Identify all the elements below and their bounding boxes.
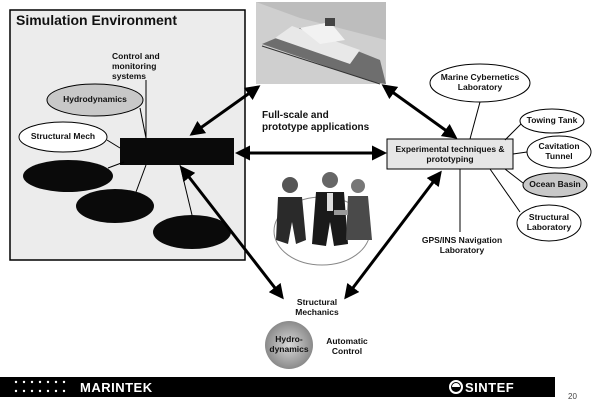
marine-cybernetics-label: Marine Cybernetics Laboratory xyxy=(440,72,520,92)
line-structlab xyxy=(489,168,521,213)
experimental-box xyxy=(386,138,514,170)
simulation-title: Simulation Environment xyxy=(16,12,178,28)
black-ellipse-middle xyxy=(76,189,154,223)
marintek-logo: MARINTEK xyxy=(80,380,153,395)
arrow-sim-bottom xyxy=(180,165,284,300)
ocean-basin-label: Ocean Basin xyxy=(529,179,581,189)
line-hydro xyxy=(139,107,147,139)
line-black-mid xyxy=(135,164,147,193)
gps-navigation-label: GPS/INS Navigation Laboratory xyxy=(421,235,503,255)
structural-mechanics-label: Structural Mechanics xyxy=(295,297,339,317)
line-cavitation xyxy=(512,151,528,155)
experimental-box-label: Experimental techniques & prototyping xyxy=(395,144,505,164)
page-number: 20 xyxy=(568,392,577,401)
line-black-left xyxy=(107,161,125,169)
arrow-ship-exp xyxy=(381,84,458,139)
people-illustration xyxy=(273,172,372,266)
black-ellipse-left xyxy=(23,160,113,192)
ship-photo xyxy=(256,2,386,85)
simulation-core-box xyxy=(120,138,234,165)
hydrodynamics-ellipse xyxy=(46,83,144,117)
structural-laboratory-ellipse xyxy=(516,204,582,242)
applications-label: Full-scale and prototype applications xyxy=(262,110,370,133)
structural-mech-ellipse xyxy=(18,121,108,153)
footer-bar xyxy=(0,377,555,397)
arrow-exp-bottom xyxy=(344,170,442,300)
towing-tank-ellipse xyxy=(519,108,585,134)
cavitation-tunnel-label: Cavitation Tunnel xyxy=(538,141,580,161)
line-towing xyxy=(504,123,522,141)
hydrodynamics-circle xyxy=(265,321,313,369)
automatic-control-label: Automatic Control xyxy=(326,336,368,356)
ocean-basin-ellipse xyxy=(522,172,588,198)
black-ellipse-right xyxy=(153,215,231,249)
hydrodynamics-label: Hydrodynamics xyxy=(63,94,127,104)
sintef-logo: SINTEF xyxy=(465,380,515,395)
line-ocean xyxy=(504,168,524,184)
line-marine xyxy=(469,101,481,140)
line-structmech xyxy=(106,139,121,149)
hydrodynamics-circle-label: Hydro- dynamics xyxy=(269,334,309,354)
control-monitoring-label: Control and monitoring systems xyxy=(112,51,160,81)
arrow-sim-ship xyxy=(189,85,261,136)
structural-mech-label: Structural Mech xyxy=(30,131,96,141)
towing-tank-label: Towing Tank xyxy=(526,115,578,125)
structural-laboratory-label: Structural Laboratory xyxy=(526,212,572,232)
